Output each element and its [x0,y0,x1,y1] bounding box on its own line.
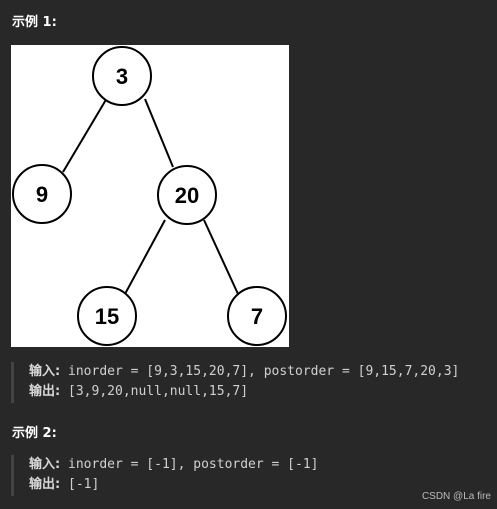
example-1-title: 示例 1: [12,15,57,30]
output-value: [3,9,20,null,null,15,7] [68,384,249,399]
edge-20-7 [203,219,239,295]
tree-node: 15 [77,286,137,346]
node-label: 3 [116,64,128,89]
tree-node: 9 [12,164,72,224]
output-line: 输出: [-1] [29,475,497,495]
node-label: 9 [36,182,48,207]
edge-3-9 [62,97,108,173]
output-value: [-1] [68,477,100,492]
input-label: 输入: [29,364,61,379]
node-label: 20 [175,183,199,208]
example-1-code-block: 输入: inorder = [9,3,15,20,7], postorder =… [11,362,497,403]
tree-node: 20 [157,165,217,225]
input-line: 输入: inorder = [9,3,15,20,7], postorder =… [29,362,497,382]
edge-3-20 [144,98,174,168]
binary-tree-diagram: 3 9 20 15 7 [11,45,289,347]
edge-20-15 [124,219,166,295]
tree-node: 7 [227,286,287,346]
node-label: 15 [95,304,119,329]
input-line: 输入: inorder = [-1], postorder = [-1] [29,455,497,475]
output-line: 输出: [3,9,20,null,null,15,7] [29,382,497,402]
input-value: inorder = [9,3,15,20,7], postorder = [9,… [68,364,460,379]
example-2-title: 示例 2: [12,426,57,441]
example-2-code-block: 输入: inorder = [-1], postorder = [-1] 输出:… [11,455,497,496]
output-label: 输出: [29,384,61,399]
tree-node: 3 [92,46,152,106]
binary-tree-svg: 3 9 20 15 7 [12,46,287,346]
node-label: 7 [251,304,263,329]
watermark: CSDN @La fire [421,491,491,502]
input-label: 输入: [29,457,61,472]
input-value: inorder = [-1], postorder = [-1] [68,457,319,472]
output-label: 输出: [29,477,61,492]
